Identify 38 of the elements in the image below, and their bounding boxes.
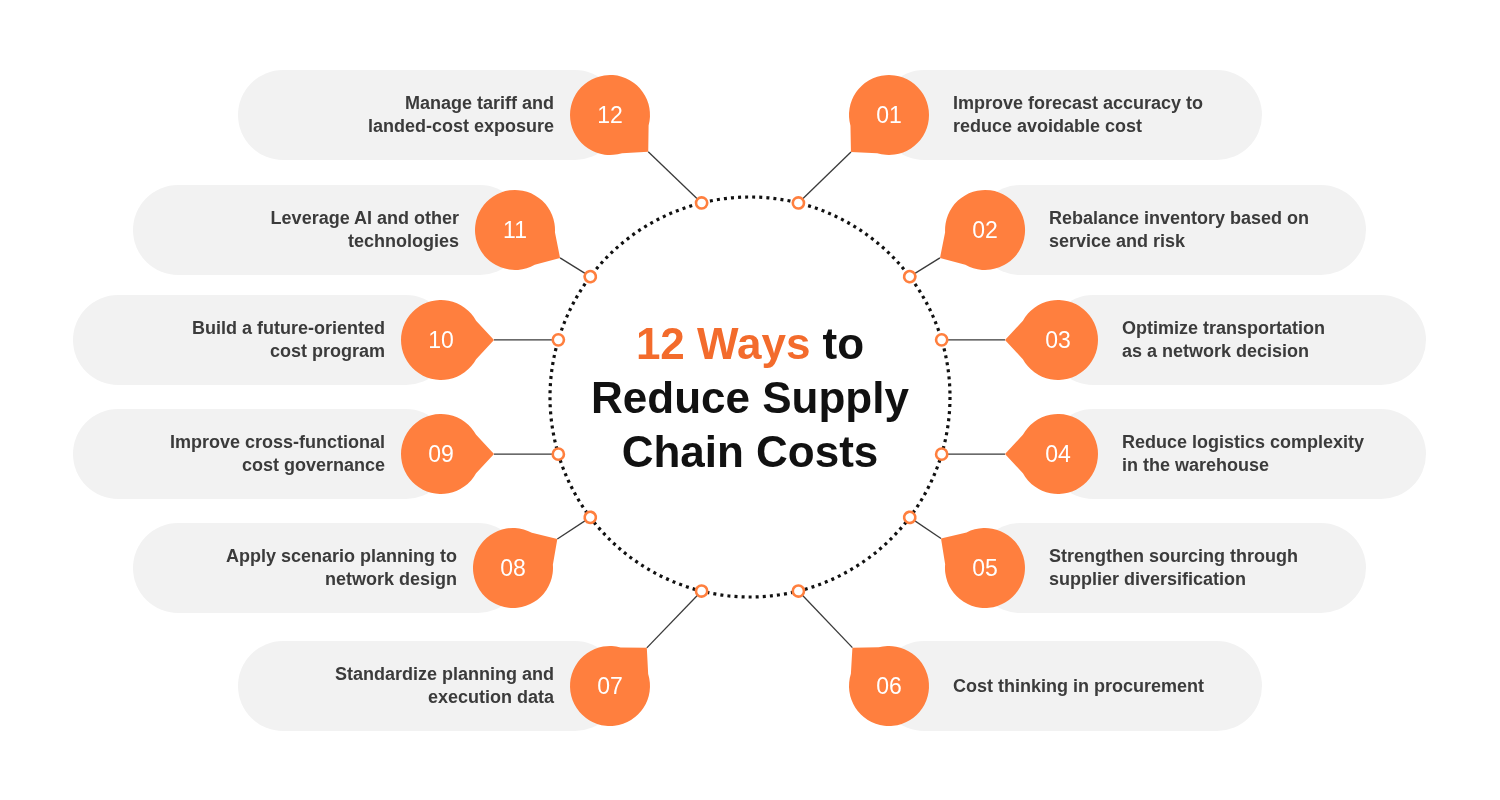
connector-line [647, 151, 709, 210]
step-description: Optimize transportation as a network decision [1122, 317, 1326, 363]
step-number: 08 [500, 556, 526, 580]
step-number: 12 [597, 103, 623, 127]
step-description: Improve cross-functional cost governance [168, 431, 385, 477]
connector-line [646, 584, 709, 649]
connector-line [556, 510, 598, 540]
step-description: Rebalance inventory based on service and risk [1049, 207, 1311, 253]
step-number: 06 [876, 674, 902, 698]
step-description: Cost thinking in procurement [953, 674, 1205, 698]
step-description: Improve forecast accuracy to reduce avoidable cost [953, 92, 1205, 138]
step-number: 03 [1045, 328, 1071, 352]
connector-line [791, 584, 854, 649]
title: 12 Ways to Reduce Supply Chain Costs [590, 318, 910, 478]
connector-line [493, 447, 566, 462]
step-description: Leverage AI and other technologies [269, 207, 459, 253]
connector-line [934, 332, 1006, 347]
dotted-circle [548, 195, 952, 599]
step-number: 05 [972, 556, 998, 580]
step-number: 02 [972, 218, 998, 242]
step-description: Reduce logistics complexity in the warehouse [1122, 431, 1366, 477]
step-description: Apply scenario planning to network design [224, 545, 457, 591]
step-number: 04 [1045, 442, 1071, 466]
step-number: 01 [876, 103, 902, 127]
connector-line [493, 332, 566, 347]
step-description: Build a future-oriented cost program [191, 317, 385, 363]
connector-line [559, 257, 598, 284]
step-number: 11 [503, 218, 527, 242]
step-number: 07 [597, 674, 623, 698]
step-description: Manage tariff and landed-cost exposure [366, 92, 554, 138]
step-number: 10 [428, 328, 454, 352]
connector-line [791, 151, 852, 210]
connector-line [934, 447, 1006, 462]
step-description: Strengthen sourcing through supplier diversification [1049, 545, 1299, 591]
step-number: 09 [428, 442, 454, 466]
connector-line [902, 510, 942, 540]
connector-line [902, 257, 941, 284]
step-description: Standardize planning and execution data [334, 663, 554, 709]
